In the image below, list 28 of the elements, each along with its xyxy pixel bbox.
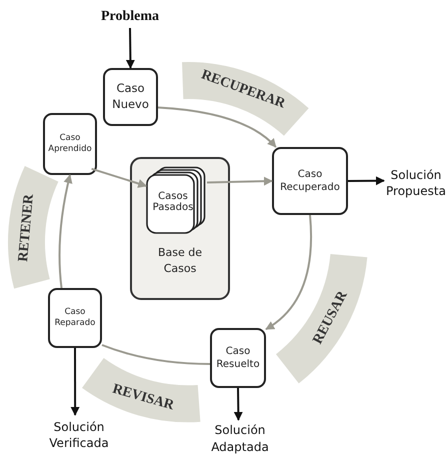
arrow	[348, 176, 385, 186]
process-box	[210, 328, 266, 388]
process-box	[103, 68, 158, 126]
box-label: Caso Reparado	[54, 306, 96, 330]
arrow	[91, 168, 148, 188]
arrow	[126, 28, 135, 69]
box-label: Caso Aprendido	[47, 132, 93, 156]
arrow	[206, 176, 273, 186]
box-label: Base de Casos	[156, 245, 204, 276]
database-box	[130, 157, 230, 300]
box-label: Caso Recuperado	[279, 168, 341, 194]
process-box	[43, 113, 97, 175]
output-label: Solución Adaptada	[210, 422, 270, 455]
box-label: Caso Nuevo	[111, 81, 150, 113]
box-label: Casos Pasados	[152, 191, 194, 213]
connector-line	[102, 344, 210, 365]
arrow	[234, 388, 243, 421]
input-label: Problema	[100, 9, 160, 25]
step-label: RETENER	[16, 193, 38, 262]
arrow	[58, 174, 73, 288]
arrow	[158, 106, 277, 148]
output-label: Solución Propuesta	[385, 166, 447, 200]
output-label: Solución Verificada	[48, 418, 110, 452]
process-box	[272, 147, 348, 215]
arrow	[70, 348, 80, 416]
process-box	[48, 288, 102, 348]
arrow	[265, 214, 312, 330]
box-label: Caso Resuelto	[215, 344, 261, 372]
